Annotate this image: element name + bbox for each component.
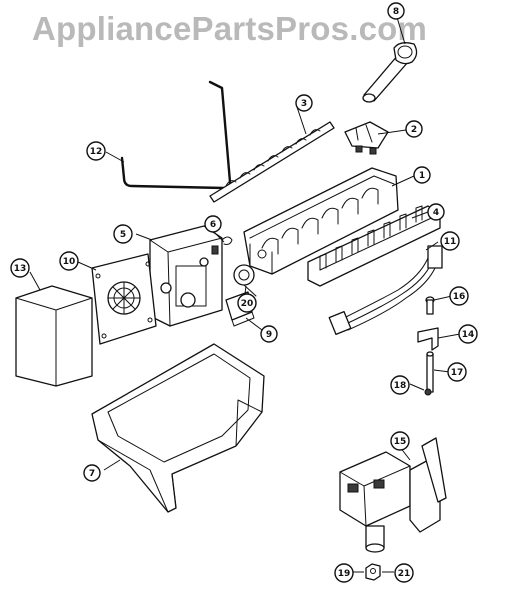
svg-text:13: 13 [14, 264, 27, 274]
part-6-clip [221, 236, 233, 245]
svg-text:18: 18 [394, 381, 407, 391]
callout-19: 19 [334, 563, 354, 583]
svg-text:5: 5 [120, 230, 126, 240]
callout-7: 7 [83, 464, 101, 482]
part-4-shroud [307, 205, 441, 287]
callout-5: 5 [113, 224, 133, 244]
callout-17: 17 [447, 362, 467, 382]
svg-text:6: 6 [210, 220, 216, 230]
svg-text:10: 10 [63, 257, 76, 267]
svg-text:11: 11 [444, 237, 457, 247]
part-8-fill-tube [362, 42, 418, 103]
callout-8: 8 [387, 2, 405, 20]
callout-14: 14 [458, 324, 478, 344]
svg-text:20: 20 [241, 299, 254, 309]
callout-6: 6 [204, 215, 222, 233]
svg-text:16: 16 [453, 292, 466, 302]
part-17-probe [424, 351, 434, 396]
svg-text:15: 15 [394, 437, 407, 447]
svg-text:4: 4 [433, 208, 439, 218]
callout-9: 9 [260, 325, 278, 343]
part-16-fitting [425, 296, 435, 315]
svg-text:1: 1 [419, 171, 425, 181]
part-5-control-housing [149, 225, 223, 327]
part-19-nut [365, 563, 381, 581]
svg-text:8: 8 [393, 7, 399, 17]
callout-18: 18 [390, 375, 410, 395]
callout-21: 21 [394, 563, 414, 583]
part-15-water-valve [339, 437, 447, 553]
part-3-ejector [209, 121, 335, 203]
part-7-ice-bin [91, 343, 265, 513]
callout-20: 20 [237, 293, 257, 313]
svg-text:12: 12 [90, 147, 103, 157]
part-1-ice-mold [243, 167, 399, 275]
svg-text:9: 9 [266, 330, 272, 340]
svg-text:17: 17 [451, 368, 464, 378]
callout-4: 4 [427, 203, 445, 221]
part-13-front-cover [15, 285, 93, 387]
watermark-text: AppliancePartsPros.com [32, 10, 428, 47]
part-14-bracket [417, 327, 439, 351]
callout-12: 12 [86, 141, 106, 161]
svg-text:7: 7 [89, 469, 95, 479]
callout-2: 2 [405, 120, 423, 138]
callout-3: 3 [295, 94, 313, 112]
callout-11: 11 [440, 231, 460, 251]
svg-text:2: 2 [411, 125, 417, 135]
part-10-cover-plate [91, 253, 157, 345]
svg-text:21: 21 [398, 569, 411, 579]
part-11-wire-harness [328, 245, 443, 335]
callout-13: 13 [10, 258, 30, 278]
svg-text:14: 14 [462, 330, 475, 340]
callout-15: 15 [390, 431, 410, 451]
svg-text:19: 19 [338, 569, 351, 579]
svg-text:3: 3 [301, 99, 307, 109]
callout-16: 16 [449, 286, 469, 306]
callout-1: 1 [413, 166, 431, 184]
callout-10: 10 [59, 251, 79, 271]
part-12-shutoff-arm [120, 80, 232, 190]
part-2-bearing [344, 121, 389, 155]
